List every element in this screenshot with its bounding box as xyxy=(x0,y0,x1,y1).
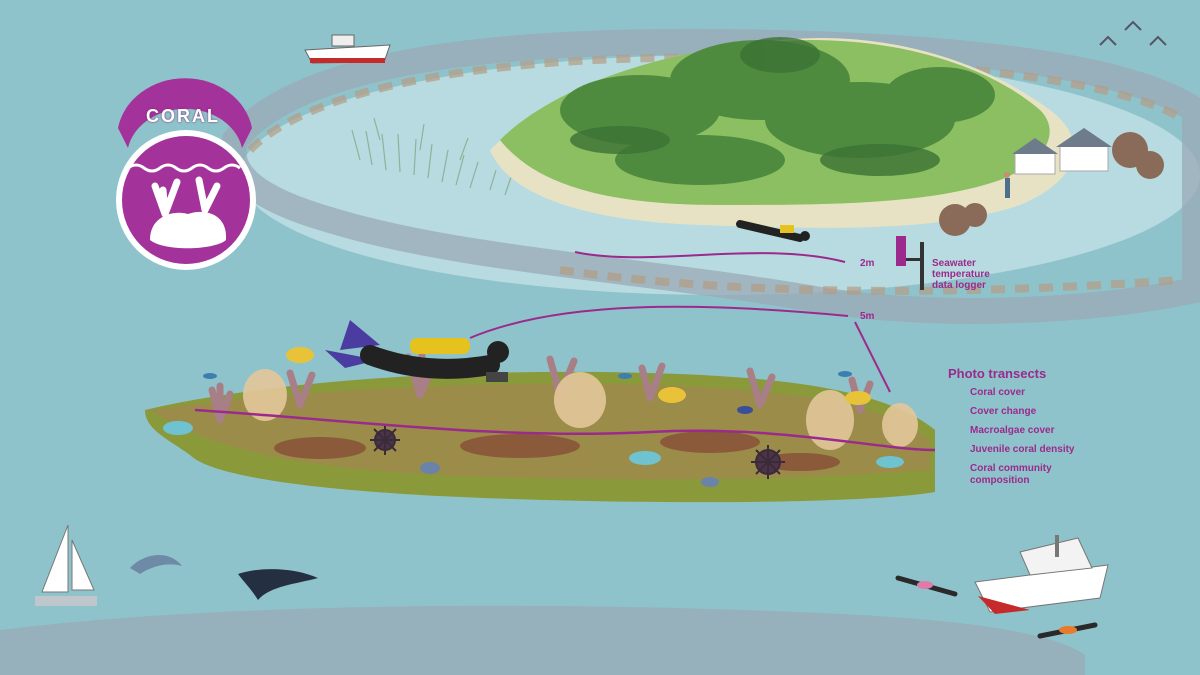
transect-line-2m xyxy=(574,251,846,263)
transect-line-5m xyxy=(469,305,849,339)
transect-connector xyxy=(854,321,891,393)
logger-icon xyxy=(896,236,924,290)
catamaran-icon xyxy=(974,535,1109,614)
legend-item: Cover change xyxy=(970,406,1037,417)
legend-item: Macroalgae cover xyxy=(970,425,1055,436)
coral-logo-icon xyxy=(116,78,256,270)
seagrass-icon xyxy=(351,117,512,196)
logo-text: CORAL xyxy=(146,106,220,126)
legend-title: Photo transects xyxy=(948,366,1047,381)
whale-icon xyxy=(238,569,318,600)
fish-icon xyxy=(163,347,904,468)
rocks xyxy=(939,132,1164,236)
logger-label: Seawater temperature data logger xyxy=(932,258,990,291)
house-icon xyxy=(1012,128,1112,175)
legend-item: Coral community composition xyxy=(970,463,1052,486)
plate-coral xyxy=(274,431,840,471)
diver-icon xyxy=(325,320,509,382)
sailboat-icon xyxy=(35,524,97,606)
snorkeler-icon xyxy=(895,575,1098,639)
depth-marker-2m: 2m xyxy=(860,258,875,269)
reef-transect-line xyxy=(194,408,936,452)
person-icon xyxy=(1004,172,1010,198)
depth-marker-5m: 5m xyxy=(860,311,875,322)
legend-item: Juvenile coral density xyxy=(970,444,1075,455)
bird-icon xyxy=(1099,20,1167,46)
sea-urchin-icon xyxy=(370,425,785,479)
dolphin-icon xyxy=(130,554,182,574)
upper-reef-ring xyxy=(220,28,1200,324)
crab-icon xyxy=(420,462,719,487)
photo-transects-legend: Photo transects Coral cover Cover change… xyxy=(948,366,1148,494)
legend-list: Coral cover Cover change Macroalgae cove… xyxy=(948,387,1148,487)
lower-reef-band xyxy=(0,605,1085,675)
legend-item: Coral cover xyxy=(970,387,1026,398)
soft-coral xyxy=(243,369,918,450)
small-diver-icon xyxy=(736,220,810,242)
island-forest-dark xyxy=(570,37,940,176)
boat-icon xyxy=(304,34,391,64)
